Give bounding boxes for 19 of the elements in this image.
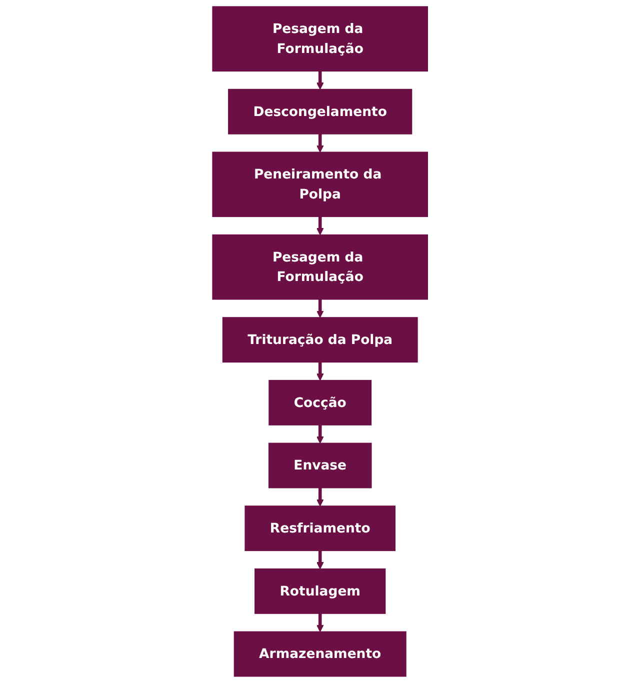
node-box: Pesagem da Formulação [212,234,428,300]
arrow [316,488,324,506]
arrow [316,299,324,318]
arrow [316,550,324,570]
arrow [316,424,324,444]
arrow [316,70,324,90]
node-box: Armazenamento [234,631,407,677]
node-box: Trituração da Polpa [222,317,418,363]
arrow [316,362,324,381]
node-box: Descongelamento [228,88,413,134]
node-box: Resfriamento [245,506,396,552]
node-box: Envase [268,442,372,488]
arrow [316,134,324,152]
node-box: Cocção [269,380,372,426]
arrow [316,613,324,632]
arrow [316,216,324,236]
node-box: Peneiramento da Polpa [212,152,428,218]
node-box: Rotulagem [254,568,386,614]
node-box: Pesagem da Formulação [212,6,428,72]
